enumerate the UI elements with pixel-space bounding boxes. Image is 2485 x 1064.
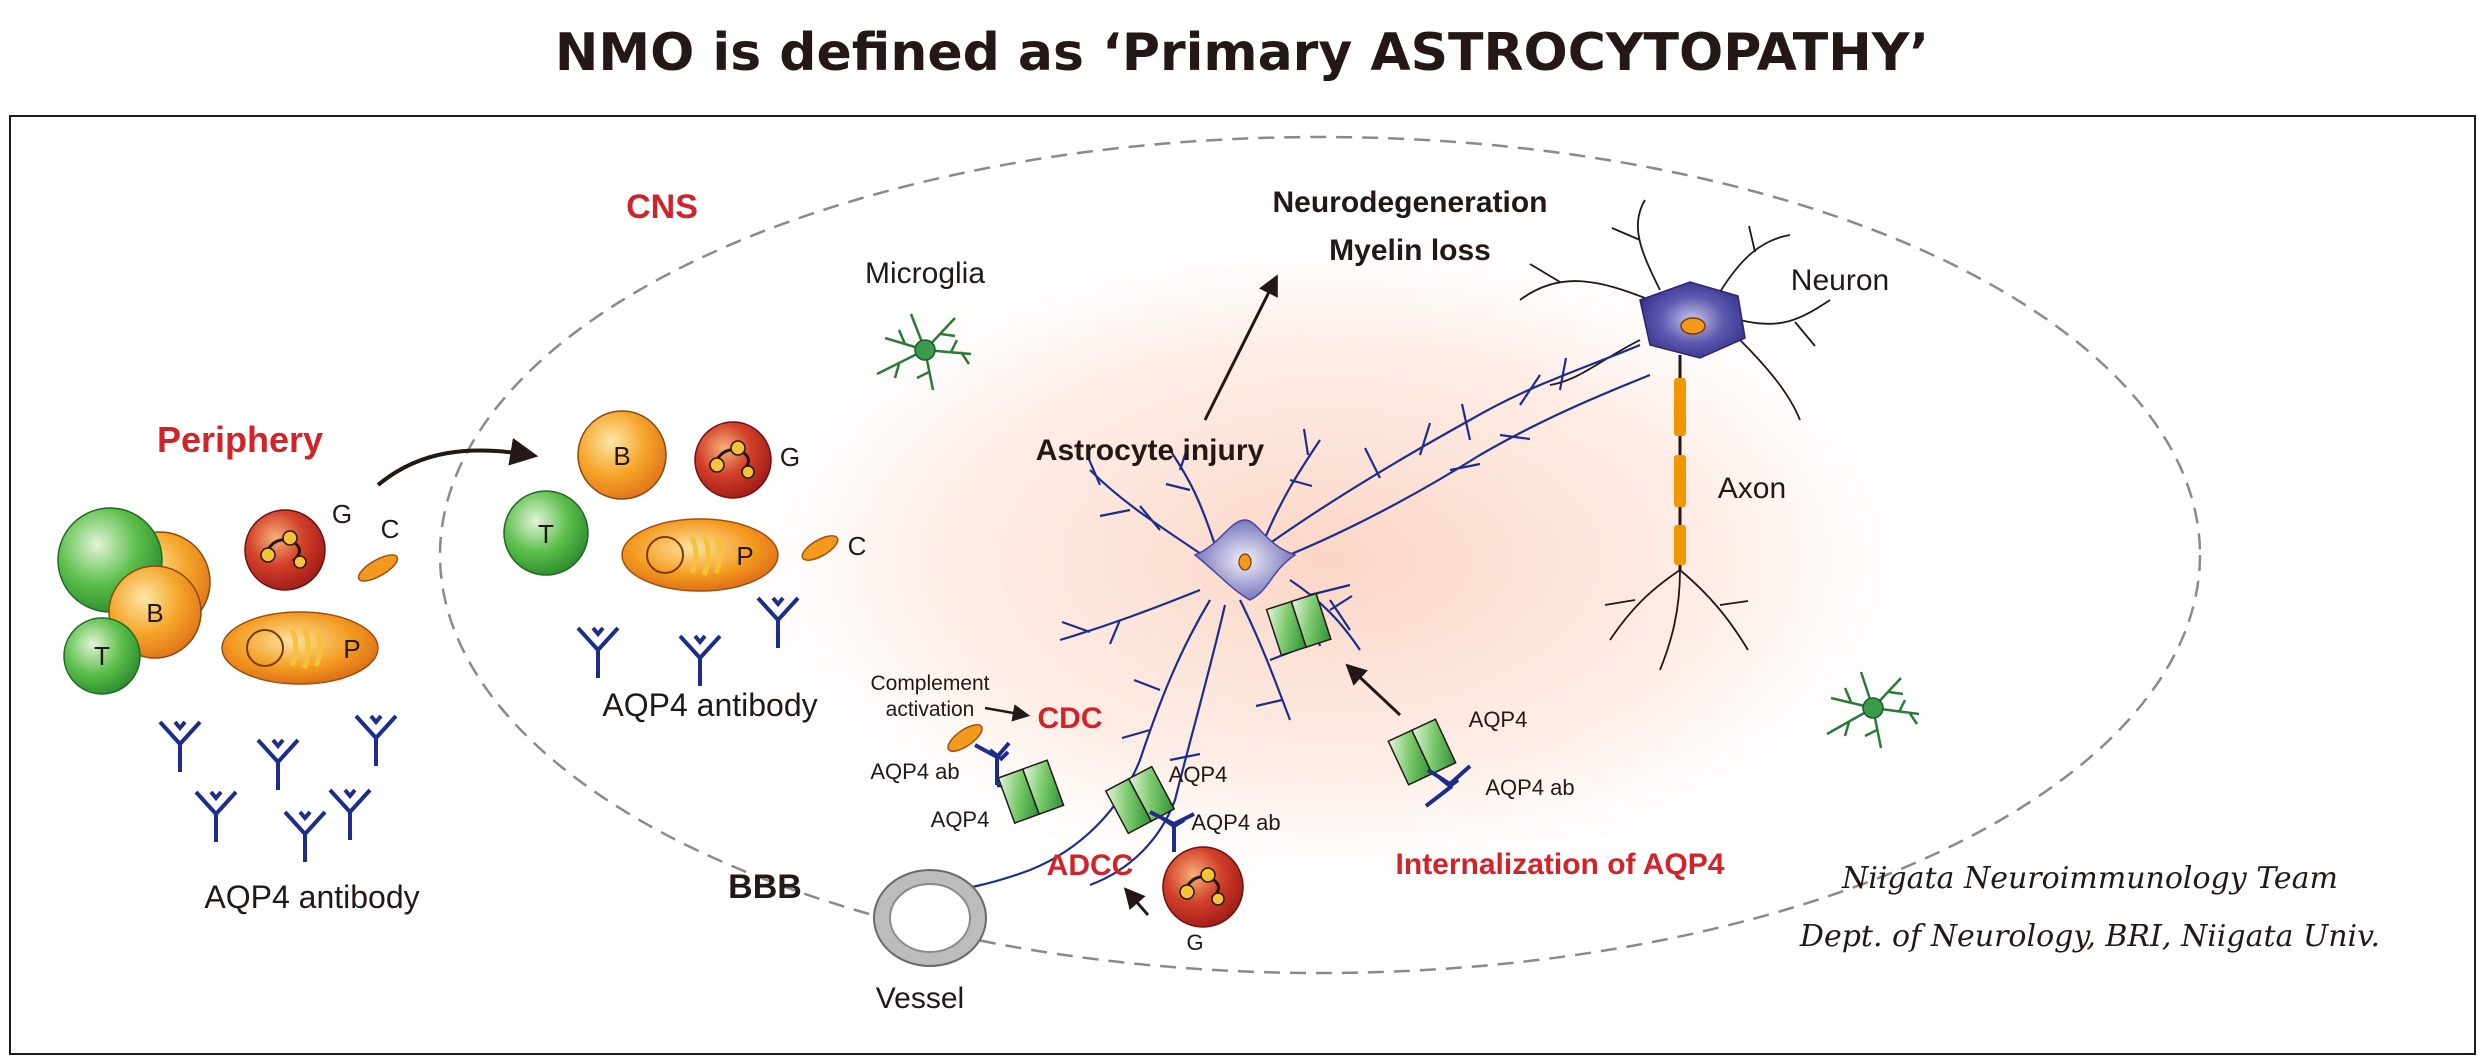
complement-activation-line1: Complement [870,672,989,695]
vessel-label: Vessel [876,982,964,1015]
periphery-label: Periphery [157,419,323,460]
cns-t-label: T [538,519,554,549]
cns-boundary [438,135,2202,975]
aqp4-ab-internalized [1424,764,1472,808]
page-title: NMO is defined as ‘Primary ASTROCYTOPATH… [555,23,1929,83]
periphery-p-label: P [343,634,360,664]
cdc-aqp4-ab-label: AQP4 ab [870,759,959,784]
periphery-b-label: B [146,598,163,628]
injury-to-degeneration-arrow [1203,274,1278,421]
cdc-antibody [974,741,1026,791]
cns-antibody-label: AQP4 antibody [602,687,817,723]
astrocyte-injury-label: Astrocyte injury [1036,434,1265,467]
axon [1604,355,1749,671]
signature-line2: Dept. of Neurology, BRI, Niigata Univ. [1799,919,2380,954]
periphery-t-cell [63,617,141,695]
axon-label: Axon [1718,472,1786,505]
cdc-aqp4-label: AQP4 [931,807,990,832]
adcc-aqp4-label: AQP4 [1169,762,1228,787]
cns-g-cell [694,421,772,499]
internalization-ab-label: AQP4 ab [1485,775,1574,800]
periphery-g-label: G [332,499,352,529]
vessel [873,869,987,967]
cdc-label: CDC [1038,702,1103,735]
astrocyte-processes [924,343,1651,897]
cdc-complement [947,724,983,752]
cns-label: CNS [626,188,698,226]
cns-p-label: P [736,541,753,571]
cns-t-cell [503,490,589,576]
aqp4-adcc [1104,765,1176,835]
cns-antibodies [576,596,800,686]
periphery-complement [357,554,399,582]
periphery-antibodies [158,714,398,862]
cns-c-label: C [848,531,867,561]
adcc-label: ADCC [1047,849,1134,882]
internalization-aqp4-label: AQP4 [1469,707,1528,732]
complement-activation-line2: activation [886,698,975,721]
adcc-antibody [1149,810,1195,852]
cns-b-cell [577,410,667,500]
adcc-arrow [1123,887,1150,916]
periphery-cells: B T G C P [57,499,400,695]
signature-line1: Niigata Neuroimmunology Team [1841,861,2338,896]
microglia-cell-2 [1826,671,1920,749]
periphery-c-label: C [381,514,400,544]
bbb-label: BBB [728,868,802,906]
myelin-loss-label: Myelin loss [1329,234,1491,267]
cns-cells: B G T P C [503,410,867,592]
periphery-t-label: T [94,641,110,671]
inflammation-glow [680,200,1980,920]
cns-b-label: B [613,441,630,471]
periphery-antibody-label: AQP4 antibody [204,879,419,915]
internalization-arrow [1345,663,1402,717]
cns-plasma-cell [621,518,779,592]
periphery-g-cell [244,509,326,591]
aqp4-internalized [1387,718,1457,786]
complement-arrow [984,704,1031,722]
microglia-cell [876,313,972,391]
adcc-aqp4-ab-label: AQP4 ab [1191,810,1280,835]
internalization-label: Internalization of AQP4 [1396,848,1725,881]
adcc-g-cell [1162,846,1244,928]
aqp4-on-astrocyte [1265,592,1332,657]
adcc-g-label: G [1186,930,1203,955]
cns-g-label: G [780,442,800,472]
neuron-cell [1519,199,1831,421]
cns-complement [801,535,839,561]
aqp4-cdc [997,759,1065,825]
neurodegeneration-label: Neurodegeneration [1272,186,1547,219]
neuron-label: Neuron [1791,264,1889,297]
microglia-label: Microglia [865,257,985,290]
figure-frame [9,115,2476,1055]
entry-arrow [376,437,539,487]
